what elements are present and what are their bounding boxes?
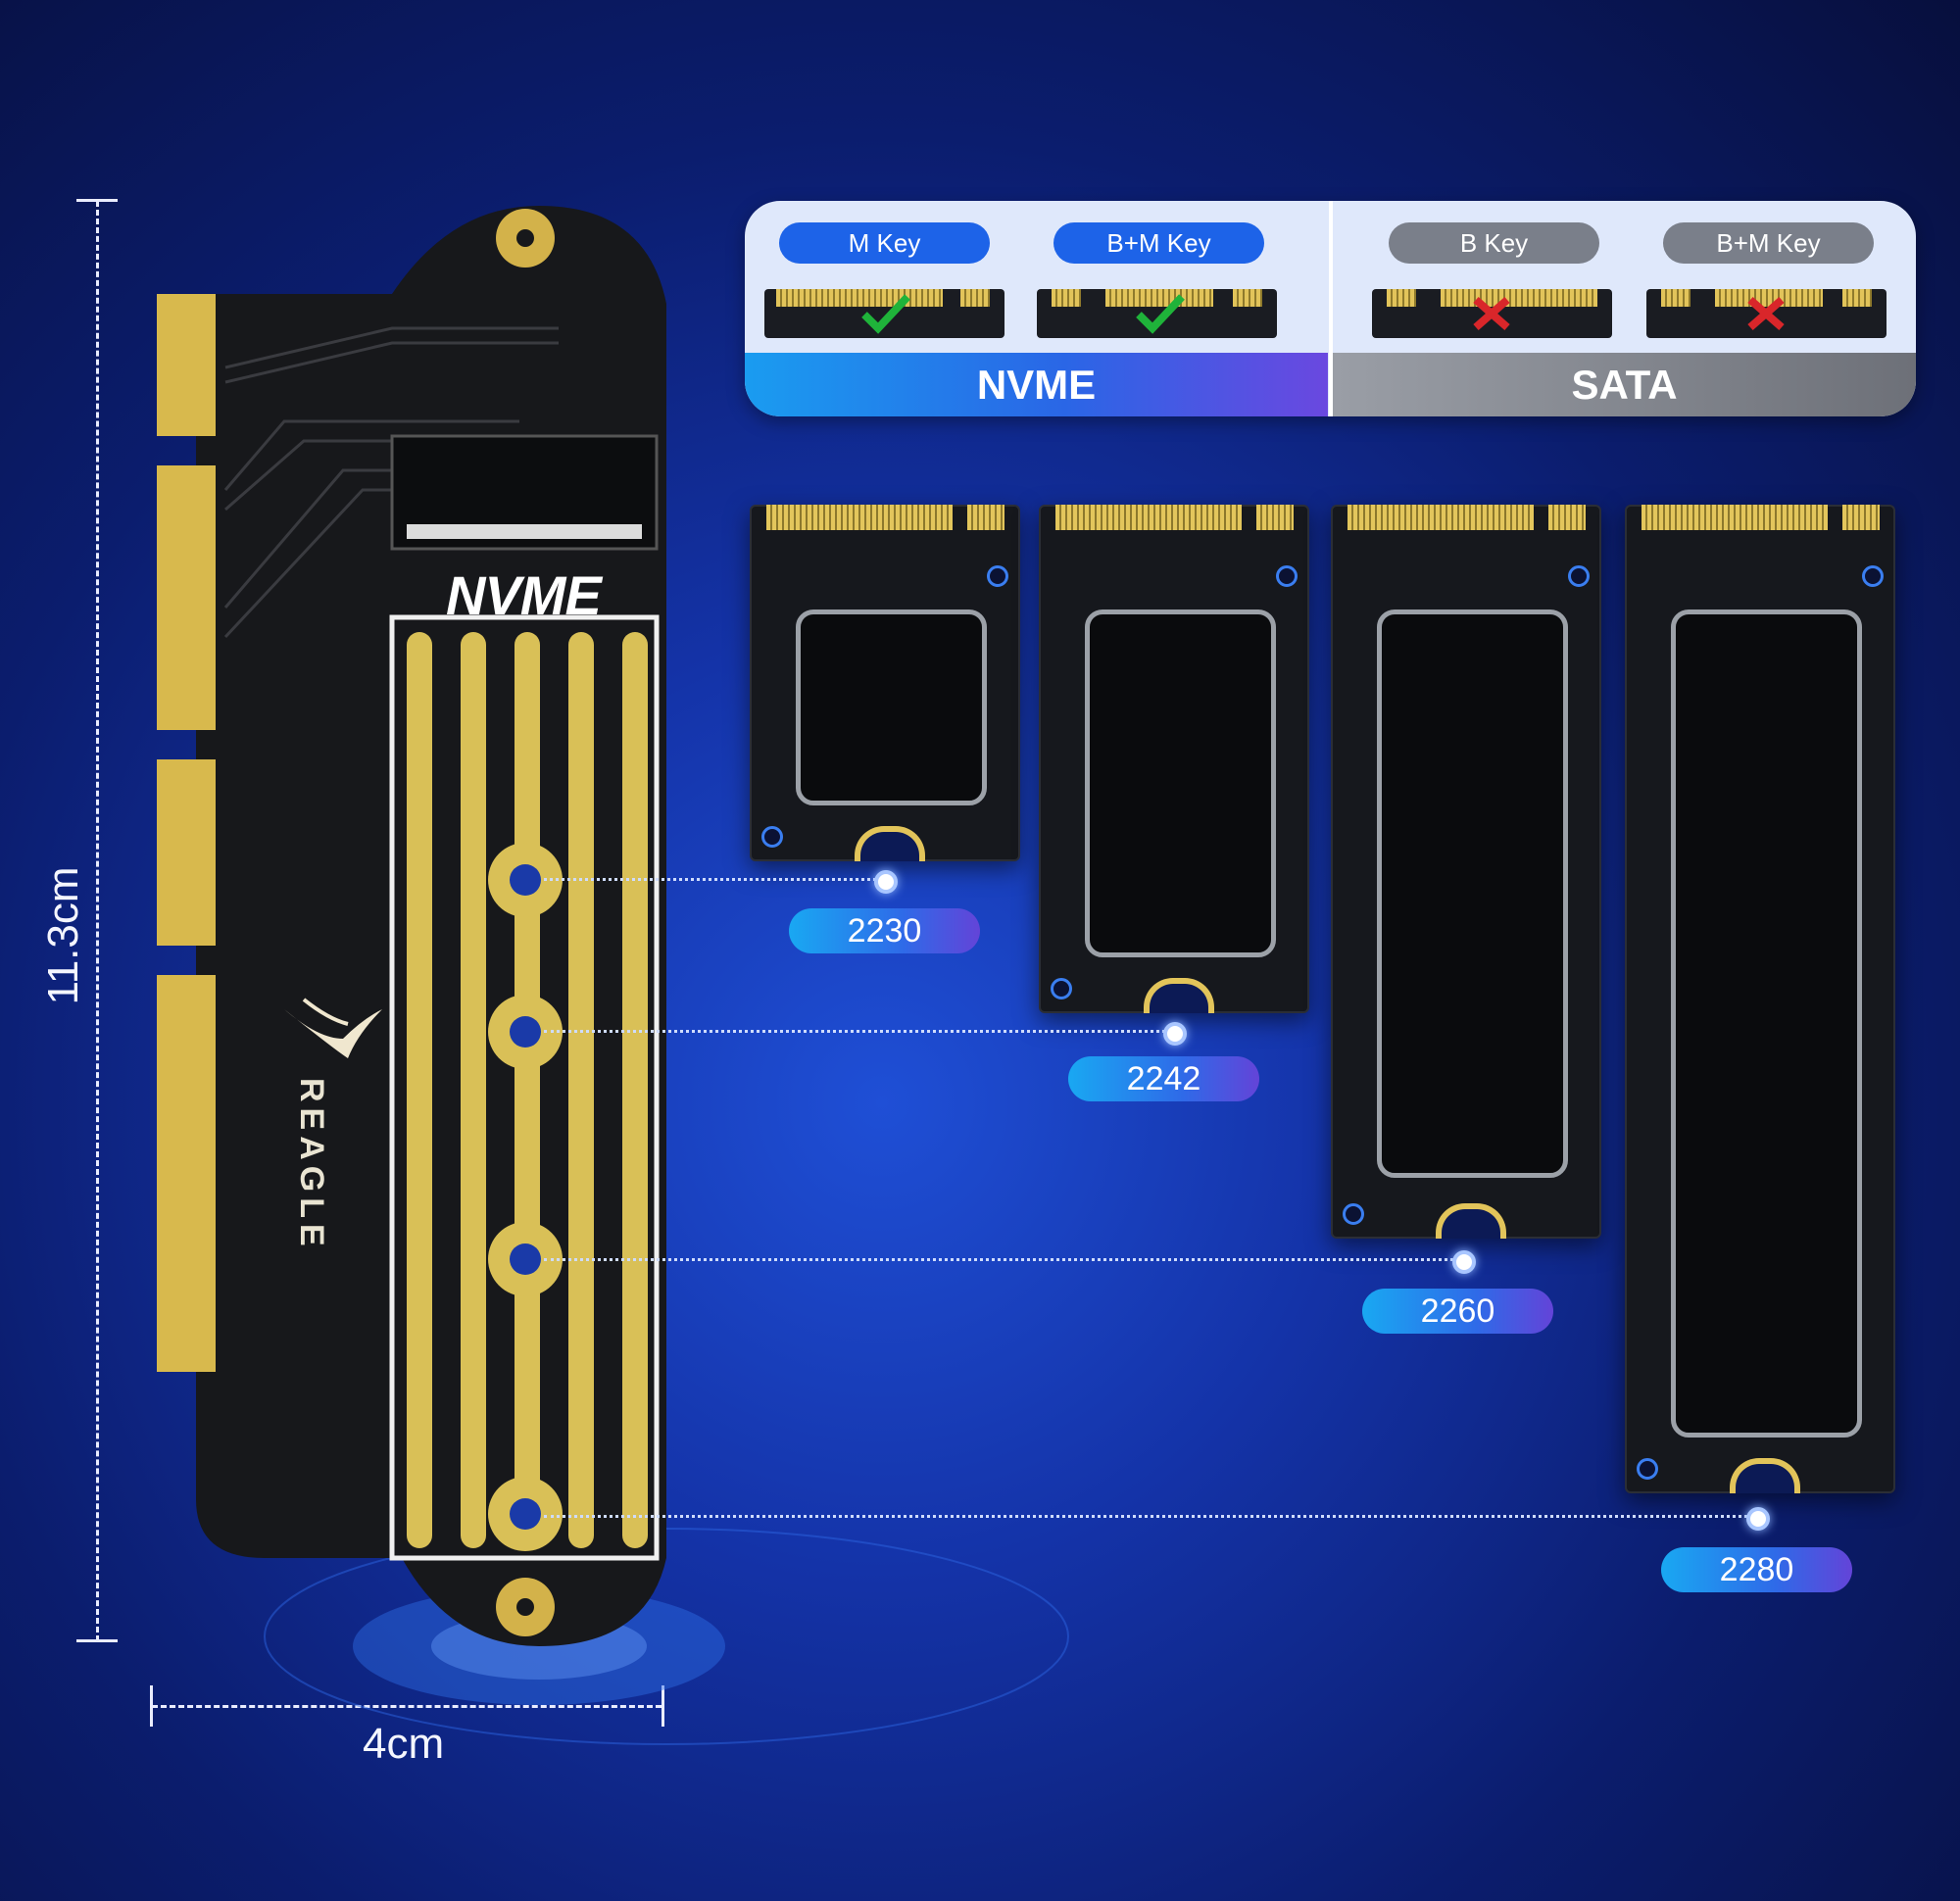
sata-label-bar: SATA <box>1333 353 1916 416</box>
guide-line-2230 <box>544 878 882 881</box>
bm-key-nvme-card-image <box>1037 289 1277 338</box>
check-icon <box>861 294 910 334</box>
nvme-label-bar: NVME <box>745 353 1328 416</box>
compatibility-panel: M Key B+M Key B Key B+M Key NVME SATA <box>745 201 1916 416</box>
m-key-card-image <box>764 289 1004 338</box>
guide-line-2280 <box>544 1515 1754 1518</box>
pcie-adapter-board <box>157 206 666 1646</box>
ssd-2242 <box>1039 505 1309 1013</box>
board-nvme-logo: NVME <box>446 564 602 626</box>
height-dimension-line <box>96 201 99 1641</box>
mount-dot-2230 <box>874 870 898 894</box>
size-label-2280: 2280 <box>1661 1547 1852 1592</box>
guide-line-2260 <box>544 1258 1460 1261</box>
brand-reagle-logo: REAGLE <box>293 1078 330 1252</box>
width-dimension-line <box>152 1705 662 1708</box>
guide-line-2242 <box>544 1030 1171 1033</box>
m-key-pill: M Key <box>779 222 990 264</box>
cross-icon <box>1747 296 1785 331</box>
cross-icon <box>1473 296 1510 331</box>
check-icon <box>1136 294 1185 334</box>
bm-key-nvme-pill: B+M Key <box>1054 222 1264 264</box>
ssd-2230 <box>750 505 1020 861</box>
ssd-2280 <box>1625 505 1895 1493</box>
panel-divider <box>1329 201 1333 416</box>
height-dimension-label: 11.3cm <box>39 866 87 1005</box>
width-dimension-tick-left <box>150 1685 153 1727</box>
bm-key-sata-pill: B+M Key <box>1663 222 1874 264</box>
width-dimension-tick-right <box>662 1685 664 1727</box>
width-dimension-label: 4cm <box>363 1720 445 1768</box>
size-label-2242: 2242 <box>1068 1056 1259 1101</box>
size-label-2260: 2260 <box>1362 1289 1553 1334</box>
mount-dot-2242 <box>1163 1022 1187 1046</box>
mount-dot-2260 <box>1452 1250 1476 1274</box>
size-label-2230: 2230 <box>789 908 980 953</box>
ssd-2260 <box>1331 505 1601 1239</box>
height-dimension-tick-top <box>76 199 118 202</box>
b-key-pill: B Key <box>1389 222 1599 264</box>
mount-dot-2280 <box>1746 1507 1770 1531</box>
height-dimension-tick-bottom <box>76 1639 118 1642</box>
